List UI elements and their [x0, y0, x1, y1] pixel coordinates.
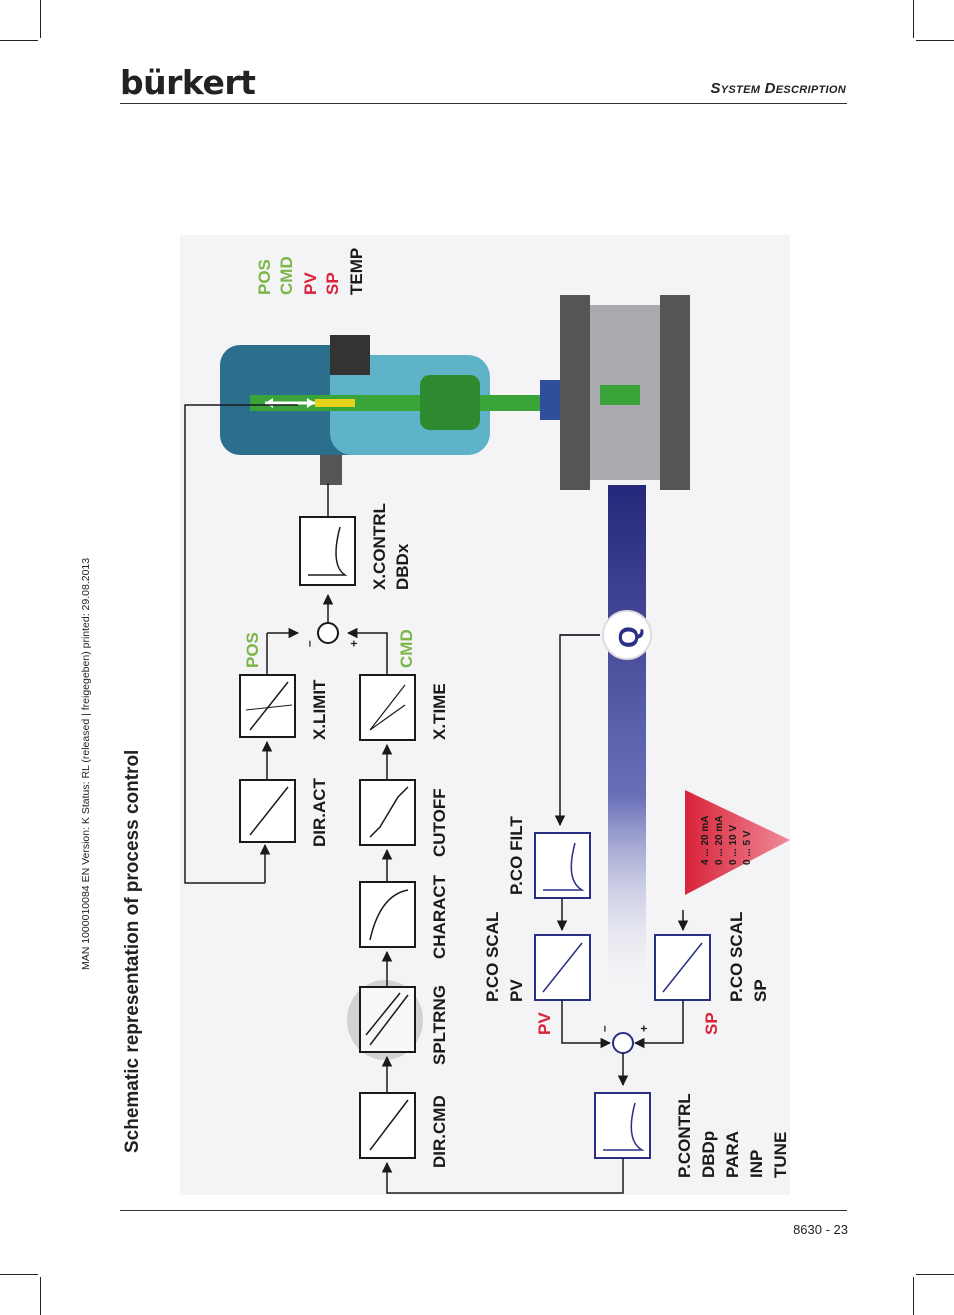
label-pv-top: PV [301, 272, 320, 295]
label-charact: CHARACT [430, 874, 449, 959]
block-cutoff [359, 779, 416, 846]
block-spltrng [347, 980, 423, 1060]
label-inp: INP [747, 1150, 766, 1178]
document-meta: MAN 1000010084 EN Version: K Status: RL … [80, 557, 92, 970]
block-p-co-filt [534, 832, 591, 899]
sign-minus-top: – [302, 640, 316, 647]
label-sp-bottom: SP [702, 1012, 721, 1035]
label-dbdx: DBDx [393, 543, 412, 590]
footer-rule [120, 1210, 847, 1211]
section-title: Schematic representation of process cont… [122, 749, 143, 1153]
label-tune: TUNE [771, 1132, 790, 1178]
section-header: System Description [710, 80, 846, 97]
sign-minus-bottom: – [597, 1025, 611, 1032]
crop-mark [913, 0, 914, 38]
page-number: 8630 - 23 [793, 1222, 848, 1237]
valve-actuator-illustration [220, 295, 690, 490]
block-dir-act [239, 779, 296, 843]
crop-mark [916, 40, 954, 41]
label-spltrng: SPLTRNG [430, 985, 449, 1065]
sign-plus-top: + [347, 640, 361, 647]
label-p-contrl: P.CONTRL [675, 1093, 694, 1178]
block-p-co-scal-sp [654, 934, 711, 1001]
label-pos-top: POS [255, 259, 274, 295]
range-4-20ma: 4 ... 20 mA [700, 816, 711, 865]
label-dbdp: DBDp [699, 1131, 718, 1178]
label-cutoff: CUTOFF [430, 788, 449, 857]
process-control-diagram: POS CMD PV SP TEMP POS CMD X.CONTRL DBDx… [180, 235, 790, 1195]
label-temp: TEMP [347, 248, 366, 295]
label-dir-act: DIR.ACT [310, 777, 329, 847]
label-p-co-filt: P.CO FILT [507, 816, 526, 895]
crop-mark [0, 40, 38, 41]
block-charact [359, 881, 416, 948]
label-x-time: X.TIME [430, 683, 449, 740]
input-range-triangle [685, 790, 790, 895]
crop-mark [0, 1274, 38, 1275]
label-p-co-scal-sp-2: SP [751, 979, 770, 1002]
label-p-co-scal-pv-1: P.CO SCAL [483, 912, 502, 1002]
brand-logo: bürkert [120, 63, 256, 102]
label-cmd-top: CMD [277, 256, 296, 295]
label-sp-top: SP [323, 272, 342, 295]
block-x-contrl [299, 516, 356, 586]
label-p-co-scal-sp-1: P.CO SCAL [727, 912, 746, 1002]
block-dir-cmd [359, 1092, 416, 1159]
sign-plus-bottom: + [637, 1025, 651, 1032]
range-0-5v: 0 ... 5 V [742, 830, 753, 865]
label-p-co-scal-pv-2: PV [507, 979, 526, 1002]
block-x-limit [239, 674, 296, 738]
q-label: Q [613, 626, 644, 648]
label-pv-bottom: PV [535, 1012, 554, 1035]
range-0-10v: 0 ... 10 V [728, 825, 739, 865]
crop-mark [40, 1277, 41, 1315]
q-badge [602, 610, 652, 660]
crop-mark [913, 1277, 914, 1315]
label-pos-left: POS [243, 632, 262, 668]
header-rule [120, 103, 847, 104]
label-x-limit: X.LIMIT [310, 679, 329, 740]
block-x-time [359, 674, 416, 741]
flow-band [608, 485, 646, 1005]
crop-mark [916, 1274, 954, 1275]
label-para: PARA [723, 1131, 742, 1178]
block-p-co-scal-pv [534, 934, 591, 1001]
label-cmd-left: CMD [397, 629, 416, 668]
range-0-20ma: 0 ... 20 mA [714, 816, 725, 865]
block-p-contrl [594, 1092, 651, 1159]
label-dir-cmd: DIR.CMD [430, 1095, 449, 1168]
label-x-contrl: X.CONTRL [370, 503, 389, 590]
crop-mark [40, 0, 41, 38]
